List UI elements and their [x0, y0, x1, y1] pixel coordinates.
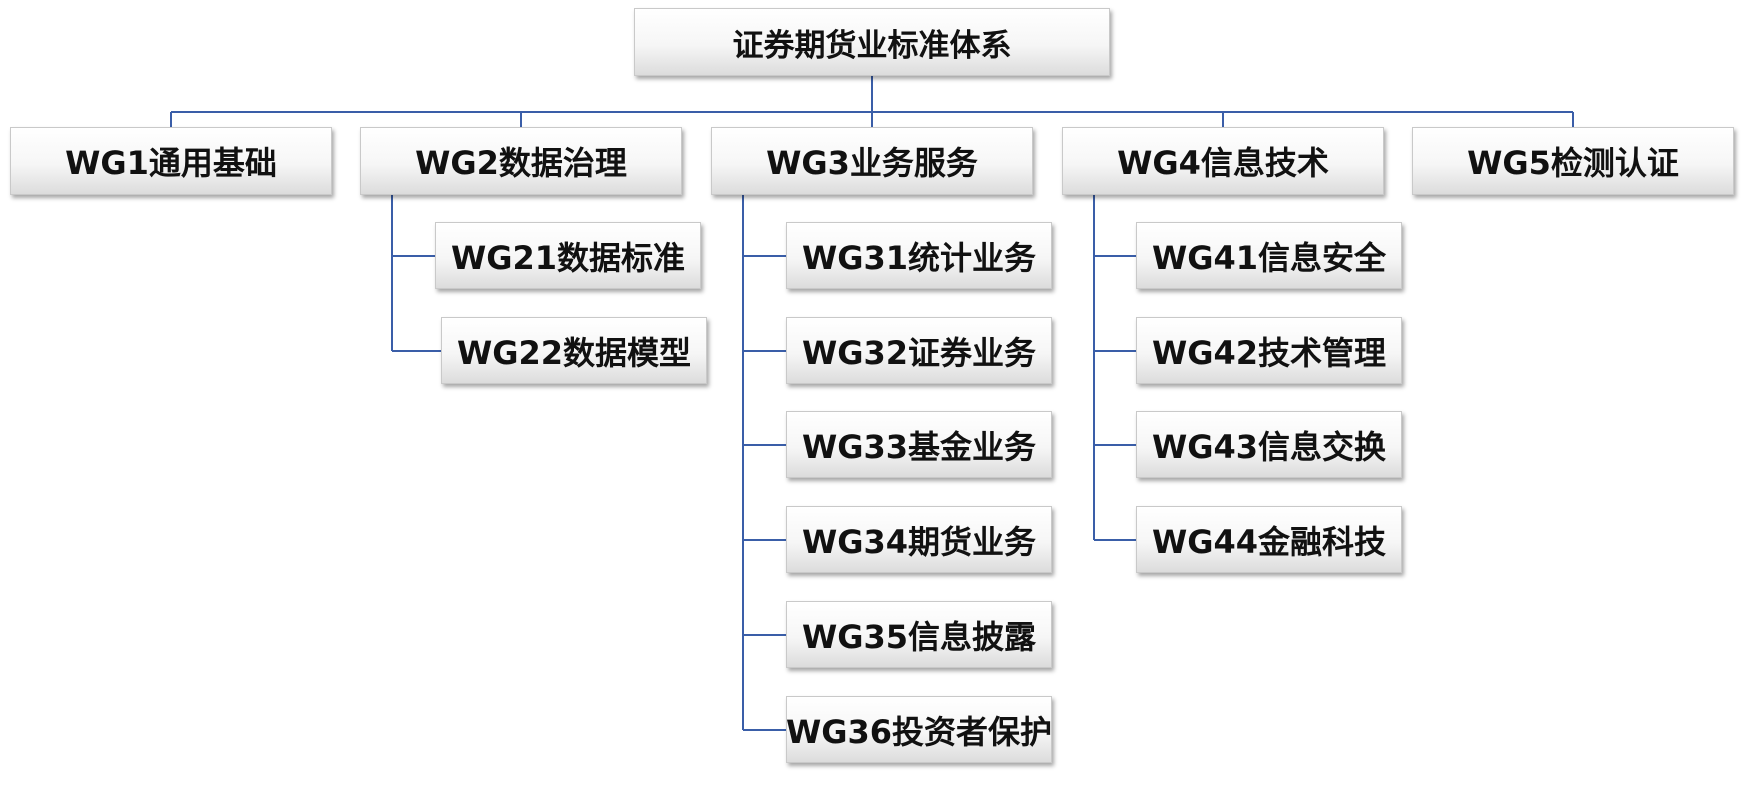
subgroup-node-wg41: WG41信息安全: [1136, 222, 1402, 289]
subgroup-node-wg36: WG36投资者保护: [786, 696, 1052, 763]
subgroup-node-wg31: WG31统计业务: [786, 222, 1052, 289]
subgroup-node-wg44: WG44金融科技: [1136, 506, 1402, 573]
subgroup-node-wg32: WG32证券业务: [786, 317, 1052, 384]
group-node-wg4: WG4信息技术: [1062, 127, 1384, 195]
subgroup-node-wg35: WG35信息披露: [786, 601, 1052, 668]
subgroup-node-wg33: WG33基金业务: [786, 411, 1052, 478]
subgroup-node-wg43: WG43信息交换: [1136, 411, 1402, 478]
group-node-wg5: WG5检测认证: [1412, 127, 1734, 195]
subgroup-node-wg34: WG34期货业务: [786, 506, 1052, 573]
group-node-wg3: WG3业务服务: [711, 127, 1033, 195]
subgroup-node-wg22: WG22数据模型: [441, 317, 707, 384]
subgroup-node-wg21: WG21数据标准: [435, 222, 701, 289]
group-node-wg2: WG2数据治理: [360, 127, 682, 195]
group-node-wg1: WG1通用基础: [10, 127, 332, 195]
root-node: 证券期货业标准体系: [634, 8, 1110, 76]
subgroup-node-wg42: WG42技术管理: [1136, 317, 1402, 384]
